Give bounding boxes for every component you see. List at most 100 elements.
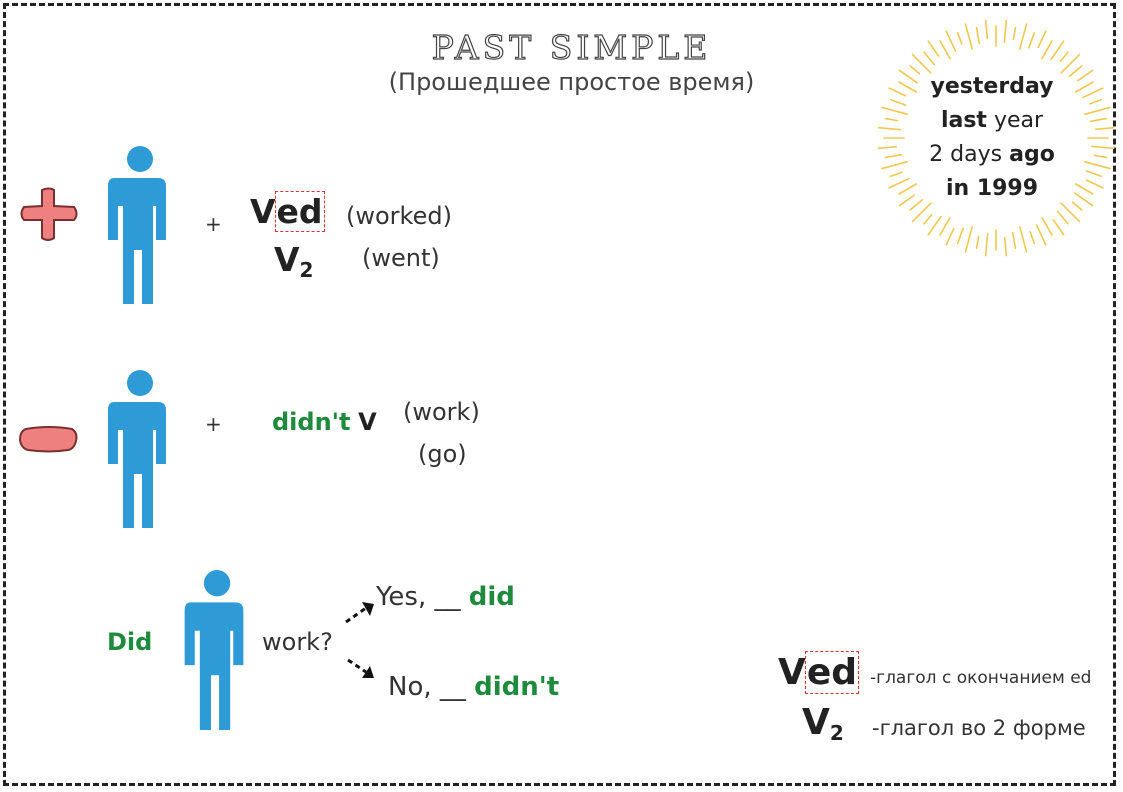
sun-ray (1085, 170, 1103, 178)
sun-ray (984, 232, 989, 257)
sun-ray (1029, 231, 1036, 245)
sun-ray (1028, 31, 1036, 49)
sun-ray (1019, 23, 1028, 50)
sun-ray (1035, 224, 1047, 246)
sun-ray (909, 198, 924, 211)
sun-ray (984, 19, 989, 40)
sun-ray (945, 227, 955, 246)
formula-v2: V2 (274, 240, 314, 282)
sun-ray (1059, 51, 1069, 63)
sun-ray (1082, 87, 1104, 99)
sun-ray (1084, 161, 1111, 170)
sun-ray (1041, 40, 1053, 60)
sun-ray (877, 145, 898, 150)
person-icon (108, 370, 166, 528)
sun-ray (1012, 26, 1017, 41)
sun-ray (1071, 201, 1083, 211)
sun-ray (1003, 236, 1008, 257)
person-icon (184, 570, 244, 730)
sun-ray (1050, 40, 1065, 61)
legend-ved: Ved (778, 651, 860, 694)
sun-ray (889, 98, 907, 106)
sun-ray (1090, 145, 1115, 150)
question-aux-did: Did (107, 628, 153, 656)
sun-ray (898, 81, 918, 93)
sun-ray (1089, 98, 1103, 105)
sun-ray (1037, 30, 1047, 49)
sun-ray (1003, 19, 1008, 44)
sun-ray (1060, 53, 1081, 74)
sun-ray (927, 40, 940, 57)
arrow-up-icon (345, 602, 374, 624)
sun-ray (1060, 202, 1081, 223)
sun-ray (1068, 65, 1083, 78)
plus-operator: + (205, 412, 222, 436)
sun-ray (1085, 179, 1104, 189)
sun-ray (923, 213, 933, 225)
sun-ray (964, 226, 973, 253)
marker-last-year: last year (940, 108, 1044, 133)
sun-ray (1084, 106, 1111, 115)
sun-ray (939, 216, 951, 236)
page-title: PAST SIMPLE (431, 27, 712, 67)
sun-ray (888, 177, 910, 189)
sun-ray (884, 117, 899, 122)
sun-ray (911, 202, 932, 223)
sun-ray (1074, 183, 1094, 195)
sun-ray (1077, 69, 1094, 82)
plus-operator: + (205, 212, 222, 236)
sun-ray (956, 31, 963, 45)
sun-ray (884, 153, 903, 159)
page-subtitle: (Прошедшее простое время) (388, 68, 755, 96)
legend-v2-description: -глагол во 2 форме (872, 716, 1086, 740)
minus-sign-icon (18, 426, 78, 453)
formula-ved: Ved (250, 191, 325, 232)
sun-ray (911, 53, 932, 74)
example-go: (go) (418, 440, 467, 468)
plus-sign-icon (20, 187, 78, 241)
sun-ray (877, 126, 902, 131)
sun-ray (927, 215, 942, 236)
sun-ray (1089, 117, 1108, 123)
example-went: (went) (362, 244, 440, 272)
arrow-down-icon (347, 658, 374, 678)
sun-ray (881, 161, 908, 170)
page-border (3, 3, 1116, 786)
sun-ray (1094, 126, 1115, 131)
sun-ray (956, 227, 964, 245)
sun-ray (975, 235, 980, 250)
sun-ray (881, 106, 908, 115)
sun-ray (898, 194, 915, 207)
legend-v2: V2 (802, 702, 844, 745)
answer-no: No, __ didn't (388, 672, 560, 702)
marker-yesterday: yesterday (930, 74, 1054, 99)
sun-ray (945, 30, 957, 52)
time-markers: yesterday last year 2 days ago in 1999 (922, 70, 1062, 206)
person-icon (108, 146, 166, 304)
sun-ray (1074, 81, 1094, 93)
sun-decoration (877, 19, 1115, 257)
sun-ray (1019, 226, 1028, 253)
sun-ray (1056, 210, 1069, 225)
sun-ray (909, 65, 921, 75)
sun-ray (1011, 231, 1017, 250)
question-verb: work? (262, 628, 333, 656)
sun-ray (964, 23, 973, 50)
sun-ray (1093, 154, 1108, 159)
sun-ray (889, 171, 903, 178)
legend-ved-description: -глагол с окончанием ed (870, 668, 1092, 688)
marker-in-1999: in 1999 (945, 176, 1039, 201)
sun-ray (1052, 219, 1065, 236)
sun-ray (975, 26, 981, 45)
example-work: (work) (403, 398, 480, 426)
answer-yes: Yes, __ did (376, 582, 515, 612)
sun-ray (923, 51, 936, 66)
marker-days-ago: 2 days ago (929, 142, 1055, 167)
sun-ray (898, 69, 919, 84)
example-worked: (worked) (346, 202, 452, 230)
sun-ray (1073, 192, 1094, 207)
sun-ray (1041, 216, 1053, 236)
sun-ray (888, 87, 907, 97)
sun-ray (898, 183, 918, 195)
sun-ray (939, 40, 951, 60)
